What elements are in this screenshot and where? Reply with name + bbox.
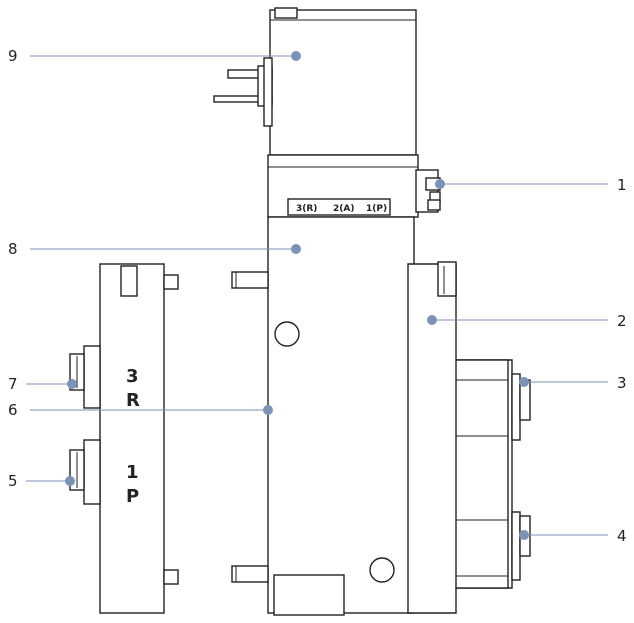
- leader-8: [30, 244, 301, 254]
- callout-5: 5: [8, 472, 18, 490]
- callout-3: 3: [617, 374, 627, 392]
- port-label-1: 1: [126, 462, 139, 483]
- callout-8: 8: [8, 240, 18, 258]
- leader-5: [26, 476, 75, 486]
- leader-3: [519, 377, 608, 387]
- port-label-p: P: [126, 486, 139, 507]
- leader-2: [427, 315, 608, 325]
- leader-6: [30, 405, 273, 415]
- port-label-r: R: [126, 390, 140, 411]
- leader-1: [435, 179, 608, 189]
- callout-7: 7: [8, 375, 18, 393]
- leader-7: [26, 379, 77, 389]
- callout-4: 4: [617, 527, 627, 545]
- leader-4: [519, 530, 608, 540]
- callout-1: 1: [617, 176, 627, 194]
- port-label-3: 3: [126, 366, 139, 387]
- callout-2: 2: [617, 312, 627, 330]
- coil-collar: [267, 154, 441, 218]
- left-subplate: [69, 263, 179, 614]
- strip-label-2a: 2(A): [333, 204, 354, 214]
- callout-9: 9: [8, 47, 18, 65]
- strip-label-1p: 1(P): [366, 204, 387, 214]
- callout-6: 6: [8, 401, 18, 419]
- valve-body: [231, 216, 415, 616]
- right-manifold-block: [407, 261, 531, 614]
- solenoid-coil: [213, 7, 417, 156]
- leader-9: [30, 51, 301, 61]
- strip-label-3r: 3(R): [296, 204, 317, 214]
